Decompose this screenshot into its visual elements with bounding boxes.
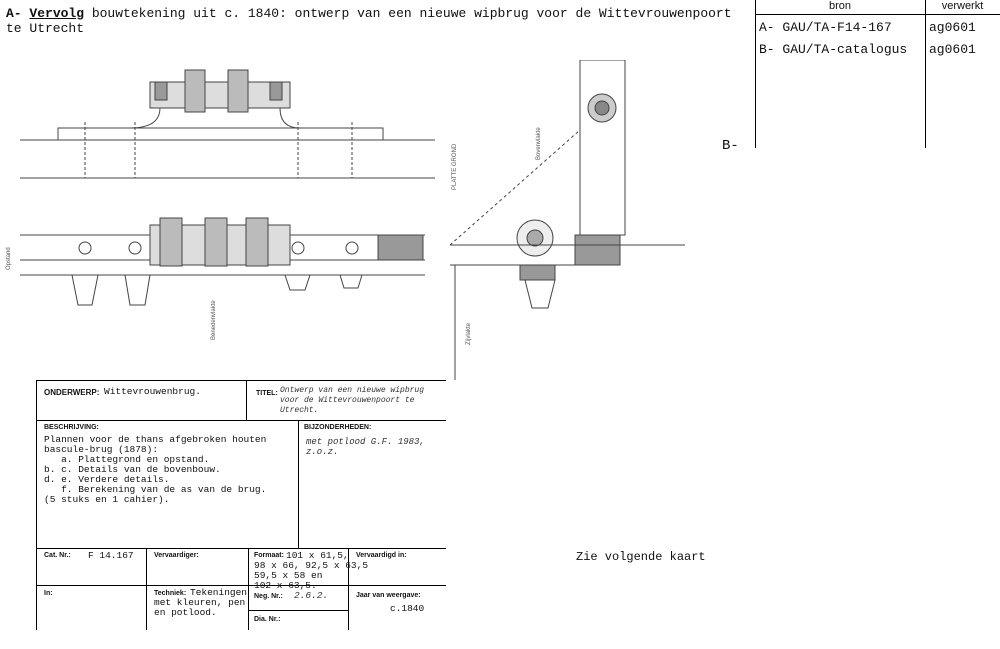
source-table: bron verwerkt A- GAU/TA-F14-167 ag0601 B… <box>755 0 1000 148</box>
drawing-label-platte-grond: PLATTE GROND <box>452 143 458 190</box>
techniek-label: Techniek: <box>154 590 187 597</box>
side-label: B- <box>722 138 739 154</box>
bijzonderheden-value: met potlood G.F. 1983, z.o.z. <box>306 437 425 457</box>
document-caption: A- Vervolg bouwtekening uit c. 1840: ont… <box>6 6 751 36</box>
table-border-left <box>755 0 756 148</box>
drawing-label-opstand: Opstand <box>6 247 12 270</box>
titel-value: Ontwerp van een nieuwe wipbrug voor de W… <box>280 386 425 415</box>
table-header-line <box>755 14 1000 15</box>
formaat-value: 101 x 61,5, 98 x 66, 92,5 x 63,5 59,5 x … <box>254 550 369 591</box>
caption-text: bouwtekening uit c. 1840: ontwerp van ee… <box>6 6 732 36</box>
header-verwerkt: verwerkt <box>941 0 984 12</box>
beschrijving-value: Plannen voor de thans afgebroken houten … <box>44 434 267 505</box>
drawing-label-zijvlakte: Zijvlakte <box>466 322 472 345</box>
caption-vervolg: Vervolg <box>29 6 85 21</box>
zie-volgende-kaart: Zie volgende kaart <box>576 550 706 564</box>
neg-value: 2.6.2. <box>294 590 329 601</box>
cat-value: F 14.167 <box>88 550 134 561</box>
bridge-drawing: PLATTE GROND Bovenvlakte Benedenvlakte O… <box>6 60 685 380</box>
techniek-value: Tekeningen met kleuren, pen en potlood. <box>154 587 248 618</box>
vervaardiger-label: Vervaardiger: <box>154 552 199 559</box>
table-divider <box>925 0 926 148</box>
formaat-label: Formaat: <box>254 552 284 559</box>
catalogue-card: ONDERWERP: Wittevrouwenbrug. TITEL: Ontw… <box>36 380 446 630</box>
vervaardigd-label: Vervaardigd in: <box>356 552 407 559</box>
caption-prefix: A- <box>6 6 22 21</box>
onderwerp-value: Wittevrouwenbrug. <box>104 386 201 397</box>
hinge-detail <box>449 60 685 380</box>
onderwerp-label: ONDERWERP: <box>44 388 100 397</box>
row-b-verwerkt: ag0601 <box>929 42 976 57</box>
row-a-verwerkt: ag0601 <box>929 20 976 35</box>
upper-beam <box>20 69 435 179</box>
neg-label: Neg. Nr.: <box>254 593 283 600</box>
jaar-value: c.1840 <box>390 603 425 614</box>
lower-beam <box>20 217 425 306</box>
row-b-bron: B- GAU/TA-catalogus <box>759 42 908 57</box>
drawing-label-bovenvlakte: Bovenvlakte <box>536 127 542 160</box>
bijzonderheden-label: BIJZONDERHEDEN: <box>304 424 372 431</box>
drawing-label-benedenvlakte: Benedenvlakte <box>211 300 217 340</box>
dia-label: Dia. Nr.: <box>254 616 281 623</box>
row-a-bron: A- GAU/TA-F14-167 <box>759 20 892 35</box>
in-label: In: <box>44 590 53 597</box>
titel-label: TITEL: <box>256 390 278 397</box>
cat-label: Cat. Nr.: <box>44 552 71 559</box>
header-bron: bron <box>828 0 852 12</box>
beschrijving-label: BESCHRIJVING: <box>44 424 99 431</box>
jaar-label: Jaar van weergave: <box>356 592 421 599</box>
